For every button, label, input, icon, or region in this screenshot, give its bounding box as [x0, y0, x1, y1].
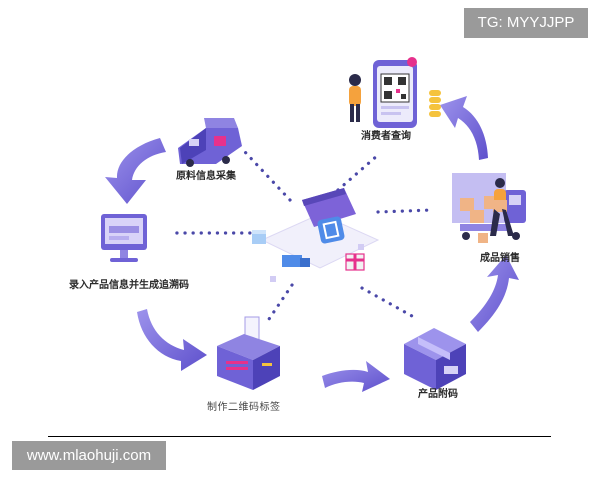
label-consumer: 消费者查询	[361, 131, 411, 142]
arrow-sales-to-consumer-icon	[440, 96, 488, 160]
label-sales: 成品销售	[480, 253, 520, 264]
flow-arrows	[105, 96, 519, 392]
arrow-attach-to-sales-icon	[470, 255, 519, 332]
connector-attach	[360, 286, 414, 318]
label-attach: 产品附码	[418, 389, 458, 400]
arrow-print-to-attach-icon	[322, 361, 390, 392]
connector-print	[263, 283, 294, 327]
label-input: 录入产品信息并生成追溯码	[69, 280, 189, 291]
print-illustration	[217, 316, 280, 390]
connector-material	[243, 150, 292, 202]
connector-sales	[376, 208, 434, 214]
tg-badge: TG: MYYJJPP	[464, 8, 588, 38]
connector-consumer	[336, 153, 380, 192]
center-platform-illustration	[252, 188, 380, 282]
label-material: 原料信息采集	[176, 171, 236, 182]
divider-line	[48, 436, 551, 437]
consumer-illustration	[349, 57, 441, 128]
input-illustration	[101, 214, 147, 262]
arrow-material-to-input-icon	[105, 138, 166, 204]
attach-illustration	[404, 328, 466, 390]
material-illustration	[178, 118, 242, 167]
watermark-badge: www.mlaohuji.com	[12, 441, 166, 470]
label-print: 制作二维码标签	[207, 402, 281, 413]
connector-lines	[170, 150, 434, 327]
arrow-input-to-print-icon	[137, 309, 207, 371]
sales-illustration	[452, 173, 526, 243]
